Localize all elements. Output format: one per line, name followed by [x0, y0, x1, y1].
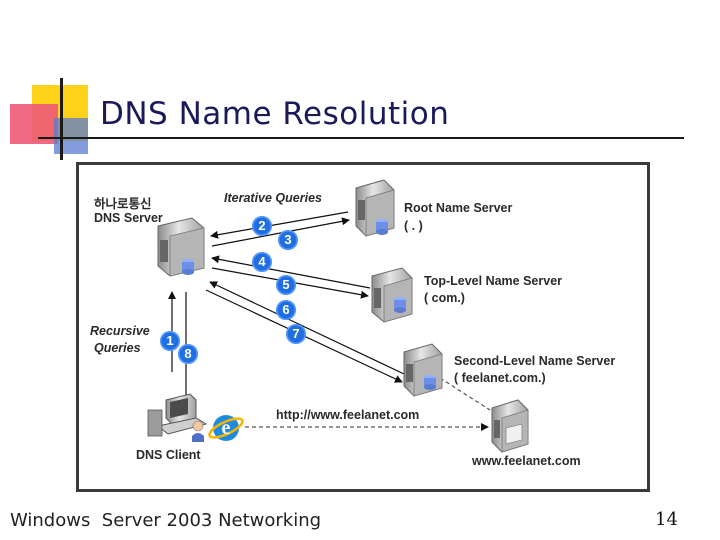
recursive-queries-label-line1: Recursive: [90, 324, 150, 338]
internet-explorer-icon: e: [208, 415, 244, 441]
title-decoration-blue: [54, 118, 88, 154]
sld-server-icon: [403, 343, 443, 397]
local-server-name: 하나로통신: [94, 197, 152, 211]
iterative-queries-label: Iterative Queries: [224, 191, 322, 205]
tld-server-icon: [371, 267, 413, 323]
svg-text:e: e: [222, 417, 231, 439]
title-horizontal-rule: [38, 137, 684, 139]
tld-server-label: Top-Level Name Server: [424, 274, 563, 288]
step-badge-8: 8: [178, 344, 198, 364]
sld-to-web-line: [439, 377, 491, 411]
web-host-label: www.feelanet.com: [472, 454, 581, 468]
local-dns-server-icon: [157, 217, 205, 277]
arrow-step-6: [209, 281, 405, 375]
http-dashed-lines: [245, 377, 491, 431]
step-badge-5: 5: [276, 275, 296, 295]
step-badge-1: 1: [160, 331, 180, 351]
step-badge-6: 6: [276, 300, 296, 320]
root-server-icon: [355, 179, 395, 237]
dns-client-label: DNS Client: [136, 448, 201, 462]
step-badge-7: 7: [286, 324, 306, 344]
recursive-queries-label-line2: Queries: [94, 341, 141, 355]
local-server-label: DNS Server: [94, 211, 163, 225]
sld-server-zone: ( feelanet.com.): [454, 371, 546, 385]
arrow-step-4: [211, 255, 371, 289]
arrow-step-2: [210, 211, 349, 239]
slide-footer: Windows Server 2003 Networking: [10, 510, 322, 531]
page-number: 14: [655, 509, 678, 530]
root-server-zone: ( . ): [404, 219, 423, 233]
root-server-label: Root Name Server: [404, 201, 513, 215]
tld-server-zone: ( com.): [424, 291, 465, 305]
slide-title: DNS Name Resolution: [100, 96, 450, 132]
sld-server-label: Second-Level Name Server: [454, 354, 616, 368]
title-vertical-rule: [60, 78, 63, 160]
web-server-icon: [491, 399, 529, 453]
step-badge-3: 3: [278, 230, 298, 250]
step-badge-2: 2: [252, 216, 272, 236]
dns-client-computer-icon: [147, 393, 208, 442]
step-badge-4: 4: [252, 252, 272, 272]
http-url-label: http://www.feelanet.com: [276, 408, 420, 422]
